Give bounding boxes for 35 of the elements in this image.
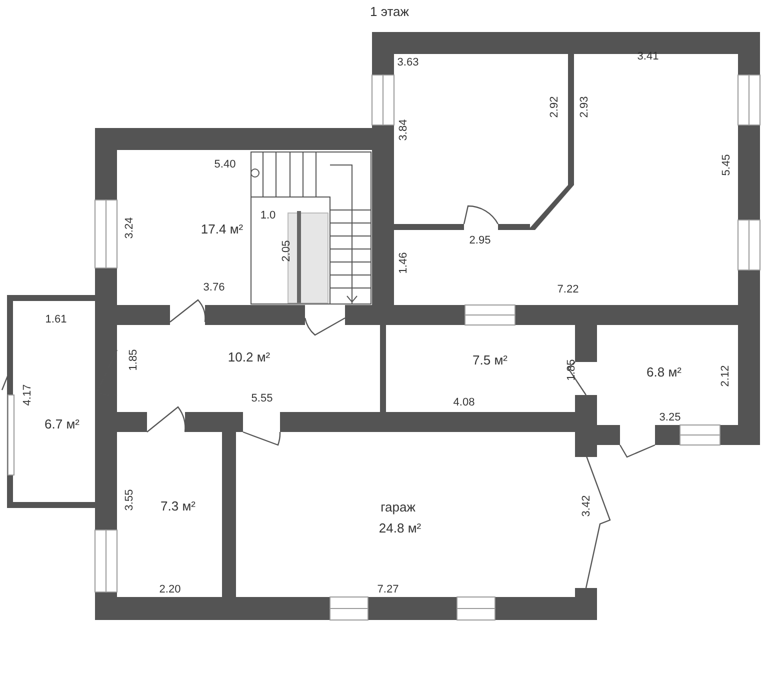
room-name-label: гараж [380,500,416,514]
room-area-label: 24.8 м² [378,522,422,534]
dimension-label: 3.41 [637,52,659,62]
dimension-label: 1.0 [260,210,276,222]
room-area-label: 7.5 м² [472,354,508,366]
dimension-label: 3.25 [659,412,681,424]
dimension-label: 3.42 [582,495,592,517]
room-area-label: 6.8 м² [646,366,682,378]
dimension-label: 3.76 [203,282,225,294]
dimension-label: 1.46 [398,252,410,274]
dimension-label: 3.55 [124,489,136,511]
room-area-label: 17.4 м² [200,222,244,236]
room-area-label: 10.2 м² [228,350,270,364]
dimension-label: 2.12 [720,365,732,387]
dimension-label: 4.08 [453,398,475,408]
dimension-label: 3.84 [398,119,410,141]
dimension-label: 5.45 [722,154,732,176]
dimension-label: 3.63 [397,58,419,68]
dimension-label: 3.24 [124,217,136,239]
dimension-label: 2.92 [550,96,560,118]
dimension-label: 5.55 [251,394,273,404]
dimension-label: 1.61 [45,314,67,326]
dimension-label: 1.85 [128,349,140,371]
dimension-label: 2.05 [282,240,292,262]
dimension-label: 2.95 [469,236,491,246]
dimension-label: 2.20 [159,584,181,596]
dimension-label: 7.22 [557,284,579,296]
dimension-label: 4.17 [22,384,34,406]
dimension-label: 7.27 [377,584,399,596]
room-area-label: 6.7 м² [44,418,80,430]
dimension-label: 2.93 [580,96,590,118]
dimension-label: 1.85 [566,359,578,381]
room-area-label: 7.3 м² [160,500,196,512]
floor-title: 1 этаж [370,3,409,21]
dimension-label: 5.40 [214,160,236,170]
